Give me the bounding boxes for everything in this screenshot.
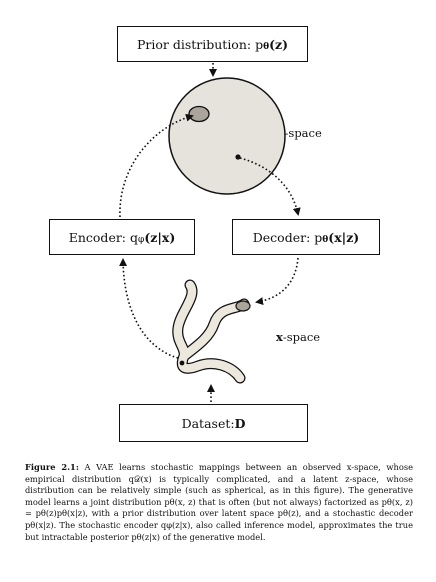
decoder-box-label: Decoder: p (252, 229, 323, 245)
x-space-text: -space (282, 330, 321, 344)
decoder-to-data-arrow (255, 257, 299, 305)
sampled-latent-dot (235, 154, 241, 160)
encoded-region-ellipse (188, 105, 210, 123)
encoder-box-subscript: φ (138, 235, 145, 245)
encoder-box-label: Encoder: q (68, 229, 138, 245)
decoder-box-argument: (x|z) (328, 229, 360, 245)
dataset-to-encoder-arrow (119, 258, 179, 359)
figure-caption: Figure 2.1: A VAE learns stochastic mapp… (25, 462, 413, 543)
prior-box-label: Prior distribution: p (136, 36, 264, 52)
data-point-dot (179, 360, 185, 366)
x-space-symbol: x (276, 330, 283, 344)
z-space-sphere (168, 77, 286, 195)
prior-box-argument: (z) (269, 36, 289, 52)
dataset-box-symbol: D (234, 415, 246, 431)
sphere-to-decoder-arrow (239, 157, 301, 216)
diagram-canvas (119, 63, 301, 402)
prior-box-subscript: θ (263, 41, 270, 52)
dataset-box: Dataset: D (119, 404, 308, 442)
caption-label: Figure 2.1: (25, 462, 79, 472)
encoder-box-argument: (z|x) (144, 229, 176, 245)
x-space-data-manifold (172, 279, 250, 384)
decoded-region-ellipse (235, 300, 251, 312)
caption-text: A VAE learns stochastic mappings between… (25, 462, 413, 542)
x-space-label: x-space (276, 330, 320, 344)
z-space-text: -space (284, 126, 322, 140)
dataset-box-label: Dataset: (181, 415, 235, 431)
decoder-box-subscript: θ (322, 234, 329, 245)
